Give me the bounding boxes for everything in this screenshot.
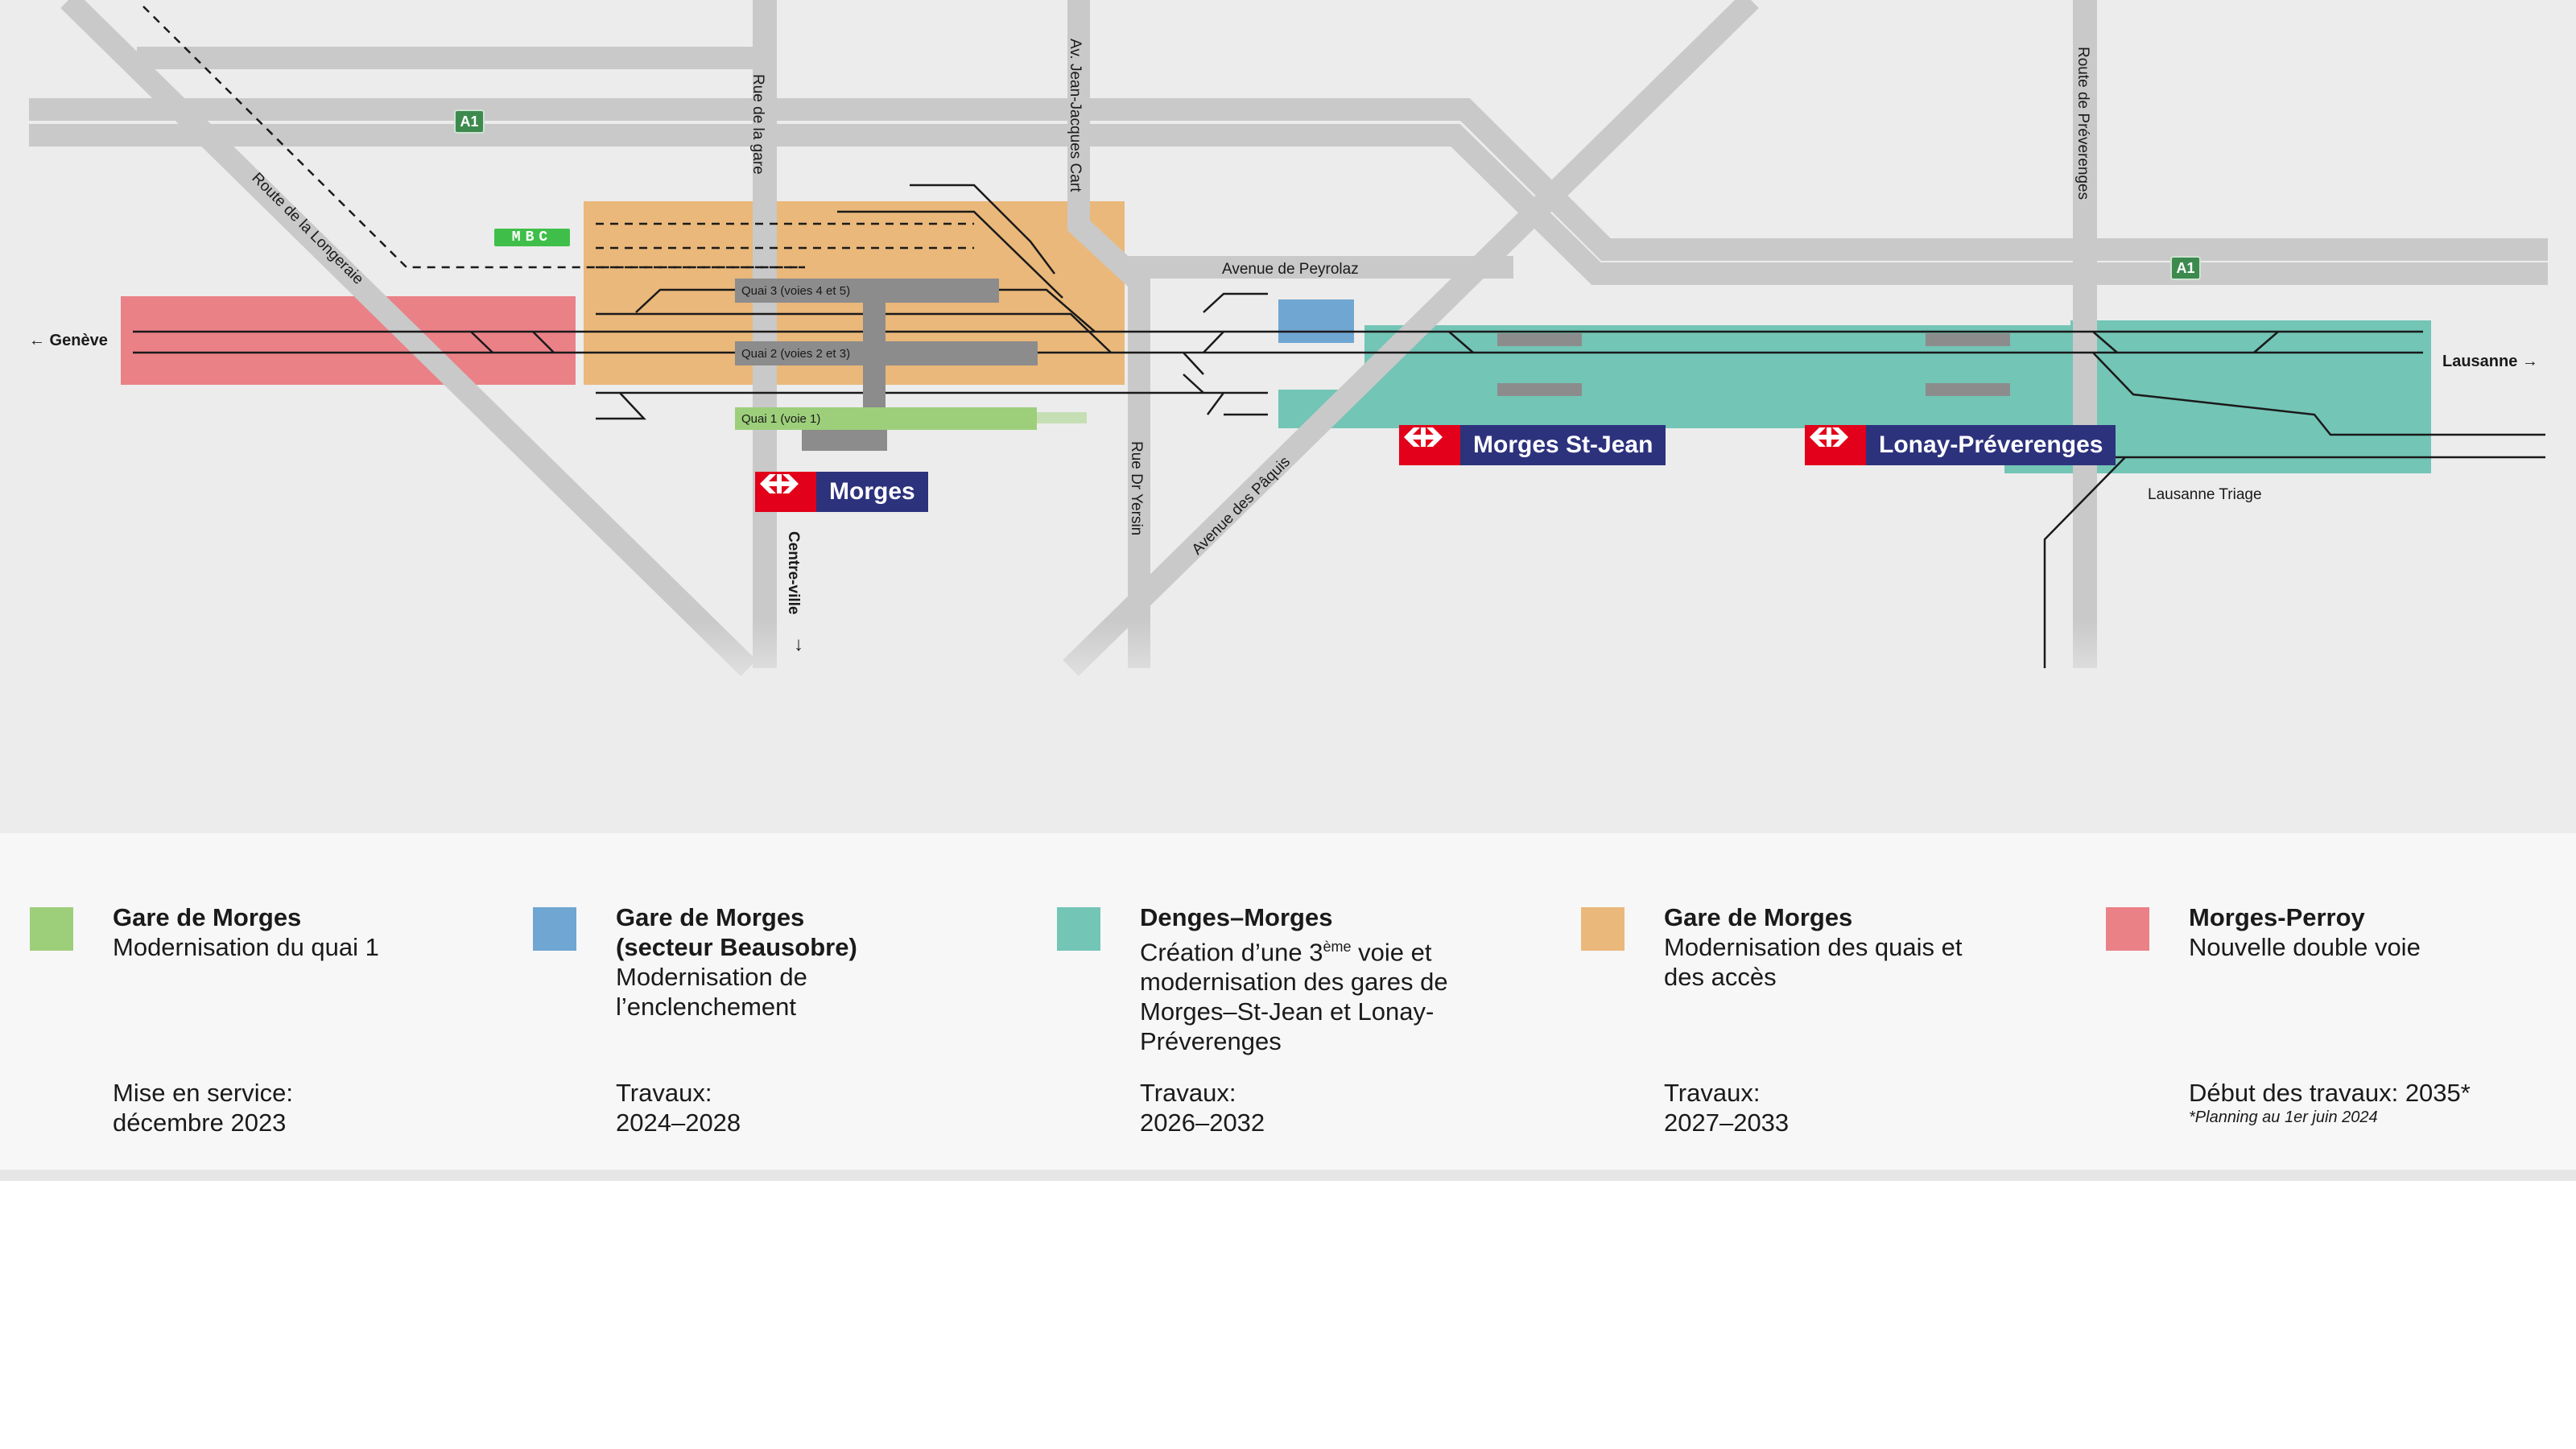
station-name: Morges [816,472,928,512]
quai-2-label: Quai 2 (voies 2 et 3) [741,347,850,361]
platform-quai-2 [735,341,1038,365]
road-label-preverenges: Route de Préverenges [2074,47,2091,200]
south-arrow-icon: ↓ [794,634,803,655]
centre-ville-label: Centre-ville [785,531,802,614]
direction-geneve: ← Genève [29,332,108,349]
station-morges: Morges [755,472,928,512]
road-a1-upper [29,98,2548,261]
legend-time-label: Début des travaux: 2035* [2189,1079,2471,1107]
legend-time-label: Travaux: [1140,1079,1236,1107]
mbc-line [142,6,805,269]
legend-note: *Planning au 1er juin 2024 [2189,1108,2378,1126]
legend-swatch-green [30,907,73,951]
quai-3-label: Quai 3 (voies 4 et 5) [741,284,850,298]
legend-time-value: 2026–2032 [1140,1108,1265,1137]
legend-desc: Création d’une 3ème voie et modernisatio… [1140,938,1448,1056]
a1-motorway-sign: A1 [2170,256,2201,280]
road-label-peyrolaz: Avenue de Peyrolaz [1222,261,1359,278]
road-label-yersin: Rue Dr Yersin [1128,441,1145,535]
area-beausobre [1278,299,1354,343]
legend-title: Gare de Morges (secteur Beausobre) [616,903,857,961]
road-paquis [1063,0,1759,676]
area-denges-morges [1278,320,2431,473]
legend-title: Gare de Morges [1664,903,1853,931]
sbb-logo-icon [755,472,816,512]
area-morges-perroy [121,296,576,385]
road-label-paquis: Avenue des Pâquis [1189,453,1294,558]
map-svg: Route de la Longeraie Rue de la gare Av.… [0,0,2576,708]
legend-title: Gare de Morges [113,903,302,931]
legend-time-label: Mise en service: [113,1079,293,1107]
station-name: Morges St-Jean [1460,425,1666,465]
legend-time-value: 2027–2033 [1664,1108,1790,1137]
station-lonay-preverenges: Lonay-Préverenges [1805,425,2116,465]
legend-time-value: décembre 2023 [113,1108,287,1137]
road-label-rue-de-la-gare: Rue de la gare [749,74,766,175]
platform-quai-1 [735,407,1037,430]
a1-motorway-sign: A1 [454,109,485,134]
map-area: Route de la Longeraie Rue de la gare Av.… [0,0,2576,833]
legend-desc: Modernisation du quai 1 [113,933,379,961]
legend-swatch-blue [533,907,576,951]
legend-swatch-teal [1057,907,1100,951]
legend-bottom-divider [0,1170,2576,1181]
legend: Gare de Morges Modernisation du quai 1 M… [0,833,2576,1170]
road-label-longeraie: Route de la Longeraie [248,170,366,288]
legend-time-label: Travaux: [616,1079,712,1107]
legend-swatch-orange [1581,907,1624,951]
direction-lausanne: Lausanne → [2442,353,2538,370]
road-a1-lower [29,124,2548,285]
quai-1-label: Quai 1 (voie 1) [741,412,820,426]
road-label-jj-cart: Av. Jean-Jacques Cart [1067,39,1084,192]
station-morges-st-jean: Morges St-Jean [1399,425,1666,465]
legend-desc: Nouvelle double voie [2189,933,2421,961]
underpass [863,303,886,407]
legend-time-label: Travaux: [1664,1079,1761,1107]
sbb-logo-icon [1805,425,1866,465]
platform-quai-3 [735,279,999,303]
legend-title: Denges–Morges [1140,903,1333,931]
legend-desc: Modernisation de l’enclenchement [616,963,807,1021]
lausanne-triage-label: Lausanne Triage [2148,486,2262,503]
legend-desc: Modernisation des quais et des accès [1664,933,1963,991]
sbb-logo-icon [1399,425,1460,465]
legend-swatch-red [2106,907,2149,951]
legend-time-value: 2024–2028 [616,1108,741,1137]
legend-title: Morges-Perroy [2189,903,2365,931]
mbc-logo: MBC [494,229,570,246]
station-name: Lonay-Préverenges [1866,425,2116,465]
